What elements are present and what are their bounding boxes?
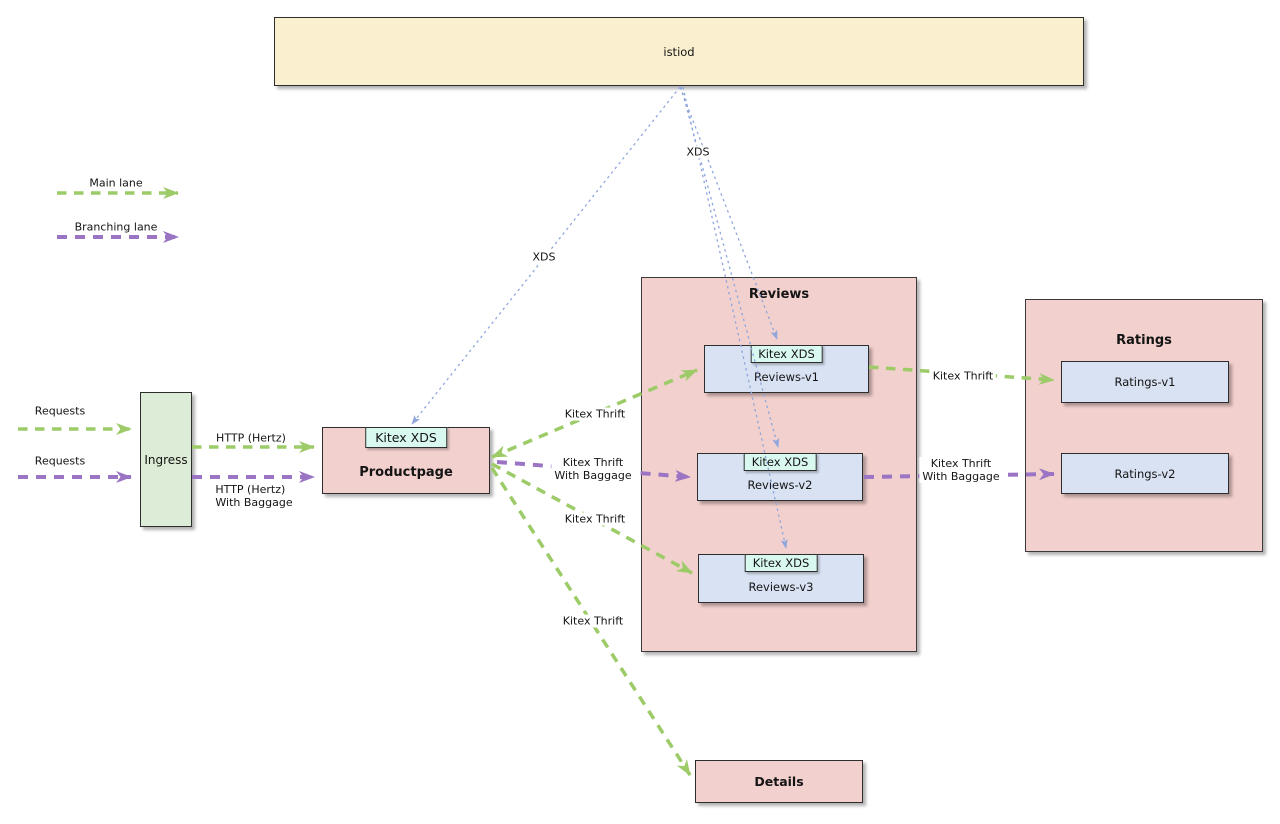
edge-label-http-hertz: HTTP (Hertz)	[213, 431, 289, 445]
reviews-v3-kitex-xds-badge: Kitex XDS	[744, 554, 818, 572]
edge-label-kitex-thrift-v3: Kitex Thrift	[561, 512, 629, 526]
reviews-v2-kitex-xds-badge: Kitex XDS	[743, 453, 817, 471]
istiod-label: istiod	[663, 44, 695, 59]
edge-label-kitex-thrift-ratings-v1: Kitex Thrift	[929, 369, 997, 383]
ingress-node: Ingress	[140, 392, 192, 527]
edge-label-requests-branching: Requests	[31, 454, 89, 468]
reviews-v3-node: Kitex XDS Reviews-v3	[698, 554, 864, 603]
reviews-v1-kitex-xds-badge: Kitex XDS	[750, 345, 823, 363]
reviews-v1-label: Reviews-v1	[754, 370, 819, 384]
reviews-v3-label: Reviews-v3	[748, 579, 814, 594]
details-node: Details	[695, 760, 863, 803]
edge-label-http-hertz-baggage: HTTP (Hertz) With Baggage	[212, 483, 296, 509]
reviews-v2-node: Kitex XDS Reviews-v2	[697, 453, 863, 501]
ratings-v2-node: Ratings-v2	[1061, 453, 1229, 494]
edge-label-xds-productpage: XDS	[529, 250, 559, 264]
edge-label-kitex-thrift-baggage-v2: Kitex Thrift With Baggage	[551, 456, 635, 482]
edge-label-xds-reviews: XDS	[683, 145, 713, 159]
edge-label-kitex-thrift-v1: Kitex Thrift	[561, 407, 629, 421]
istiod-node: istiod	[274, 17, 1084, 86]
ratings-v1-label: Ratings-v1	[1114, 375, 1176, 389]
ratings-title: Ratings	[1116, 333, 1172, 348]
details-label: Details	[754, 774, 804, 789]
ratings-group: Ratings Ratings-v1 Ratings-v2	[1025, 299, 1263, 552]
reviews-title: Reviews	[748, 287, 810, 302]
ratings-v2-label: Ratings-v2	[1114, 466, 1176, 481]
legend-branching-lane-label: Branching lane	[71, 220, 161, 234]
reviews-group: Reviews Kitex XDS Reviews-v1 Kitex XDS R…	[641, 277, 917, 652]
productpage-node: Kitex XDS Productpage	[322, 427, 490, 494]
edge-label-kitex-thrift-baggage-ratings-v2: Kitex Thrift With Baggage	[919, 457, 1003, 483]
ingress-label: Ingress	[144, 452, 188, 467]
productpage-label: Productpage	[359, 465, 453, 480]
reviews-v1-node: Kitex XDS Reviews-v1	[704, 345, 869, 393]
ratings-v1-node: Ratings-v1	[1061, 361, 1229, 403]
edge-label-kitex-thrift-details: Kitex Thrift	[559, 614, 627, 628]
legend-main-lane-label: Main lane	[86, 176, 146, 190]
productpage-kitex-xds-badge: Kitex XDS	[365, 427, 447, 448]
reviews-v2-label: Reviews-v2	[747, 478, 813, 492]
edge-label-requests-main: Requests	[31, 404, 89, 418]
